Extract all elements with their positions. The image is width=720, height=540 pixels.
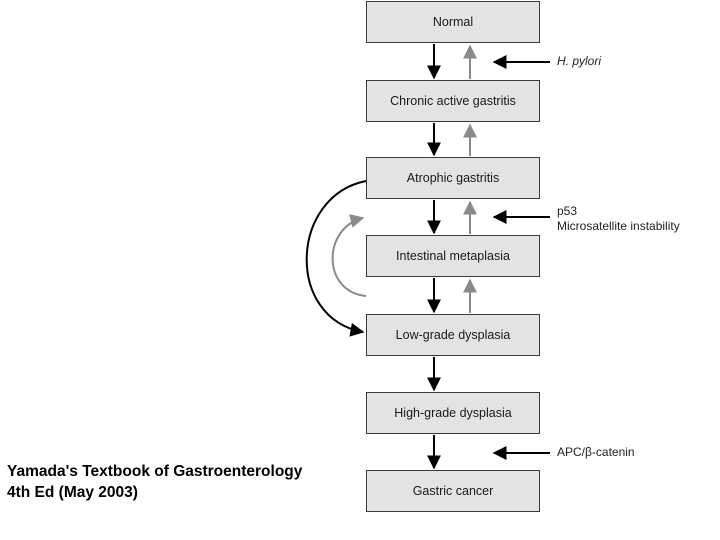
factor-label-p53-msi: p53 Microsatellite instability [557, 204, 680, 234]
factor-label-h-pylori: H. pylori [557, 54, 602, 68]
factor-label-p53: p53 [557, 204, 578, 218]
caption-line-2: 4th Ed (May 2003) [7, 484, 138, 501]
node-gastric-cancer: Gastric cancer [366, 470, 540, 512]
node-high-grade-dysplasia: High-grade dysplasia [366, 392, 540, 434]
reverse-bypass-arrow [331, 214, 367, 297]
node-chronic-active-gastritis: Chronic active gastritis [366, 80, 540, 122]
node-normal: Normal [366, 1, 540, 43]
node-low-grade-dysplasia: Low-grade dysplasia [366, 314, 540, 356]
source-caption: Yamada's Textbook of Gastroenterology 4t… [7, 461, 302, 503]
node-atrophic-gastritis: Atrophic gastritis [366, 157, 540, 199]
factor-label-microsatellite-instability: Microsatellite instability [557, 219, 680, 233]
factor-label-apc-beta-catenin: APC/β-catenin [557, 445, 635, 459]
caption-line-1: Yamada's Textbook of Gastroenterology [7, 463, 303, 480]
node-intestinal-metaplasia: Intestinal metaplasia [366, 235, 540, 277]
bypass-arrow-atrophic-to-lowgrade [305, 180, 367, 337]
